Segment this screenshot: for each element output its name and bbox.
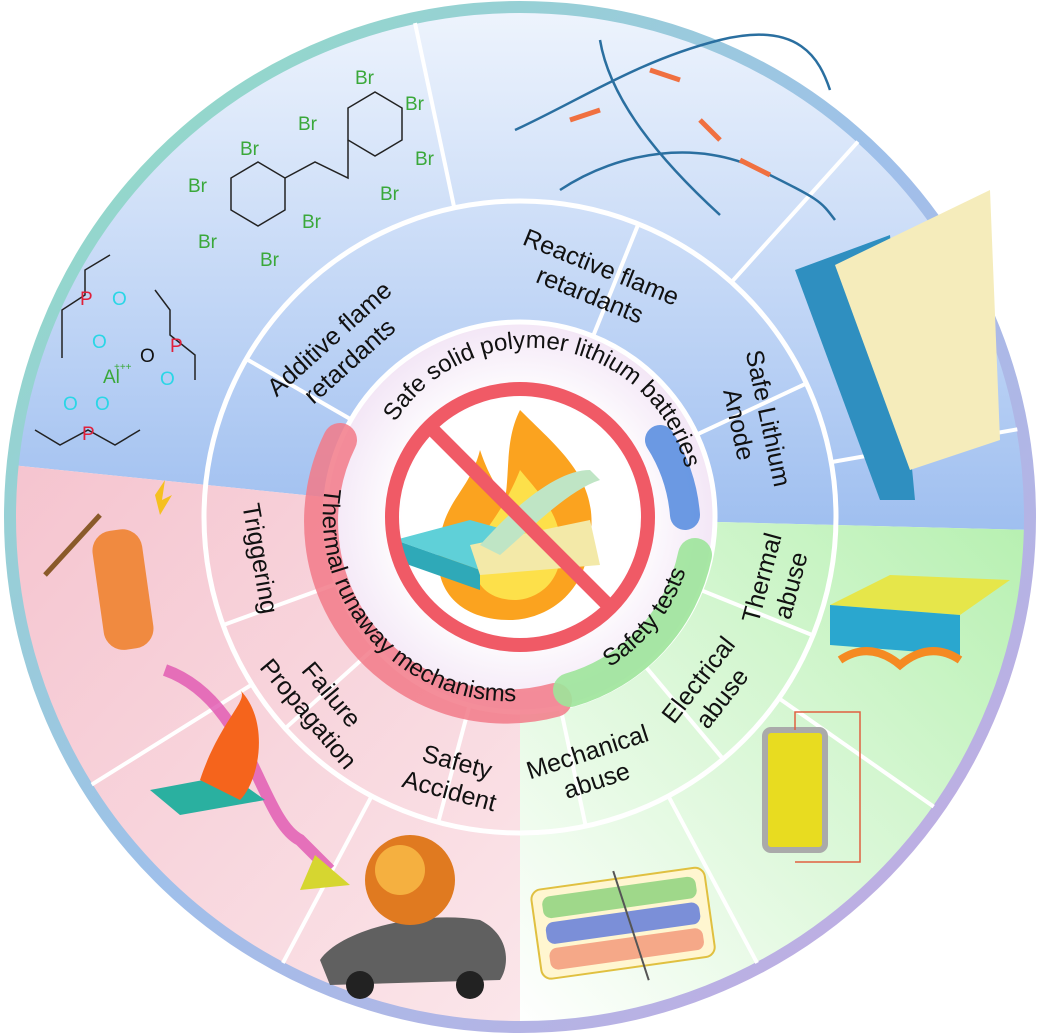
divider-line xyxy=(413,22,457,209)
svg-text:Br: Br xyxy=(188,176,208,197)
thermal-runaway-arc xyxy=(304,423,572,724)
svg-text:Br: Br xyxy=(355,68,375,89)
svg-text:Br: Br xyxy=(405,94,425,115)
outer-ring xyxy=(4,1,1036,1033)
svg-text:Br: Br xyxy=(260,250,280,271)
middle-ring-border xyxy=(201,198,839,836)
svg-text:Br: Br xyxy=(415,149,435,170)
polymer-network-illustration xyxy=(514,33,836,221)
svg-text:O: O xyxy=(160,369,175,390)
car-fire-illustration xyxy=(320,835,506,999)
divider-line xyxy=(729,140,860,284)
svg-text:+++: +++ xyxy=(114,362,132,373)
divider-line xyxy=(436,704,472,823)
mechanical-abuse-illustration xyxy=(530,866,716,981)
svg-text:P: P xyxy=(80,289,93,310)
safety-tests-arc xyxy=(553,538,712,707)
svg-text:Br: Br xyxy=(298,114,318,135)
svg-text:Al: Al xyxy=(103,367,120,388)
svg-text:O: O xyxy=(63,394,78,415)
svg-text:P: P xyxy=(170,336,183,357)
divider-line xyxy=(700,588,814,638)
svg-text:Br: Br xyxy=(380,184,400,205)
divider-line xyxy=(558,707,588,827)
no-fire-sign xyxy=(385,382,655,652)
svg-text:O: O xyxy=(140,346,155,367)
thermal-abuse-illustration xyxy=(830,575,1010,671)
svg-text:Br: Br xyxy=(302,212,322,233)
divider-line xyxy=(591,223,641,337)
lithium-anode-illustration xyxy=(795,190,1000,500)
divider-line xyxy=(666,795,759,964)
divider-line xyxy=(777,696,935,809)
safe-batteries-arc xyxy=(645,425,700,530)
svg-text:O: O xyxy=(92,332,107,353)
decabromodiphenyl-ethane-structure xyxy=(230,91,403,227)
divider-line xyxy=(695,381,808,437)
svg-text:Br: Br xyxy=(240,139,260,160)
svg-text:O: O xyxy=(112,289,127,310)
svg-text:O: O xyxy=(95,394,110,415)
svg-text:P: P xyxy=(82,424,95,445)
failure-propagation-illustration xyxy=(150,690,265,815)
divider-line xyxy=(90,682,254,787)
svg-text:Br: Br xyxy=(198,232,218,253)
battery-layers-icon xyxy=(395,470,600,590)
divider-line xyxy=(643,665,725,761)
divider-line xyxy=(245,357,353,422)
electrical-abuse-illustration xyxy=(762,711,861,863)
